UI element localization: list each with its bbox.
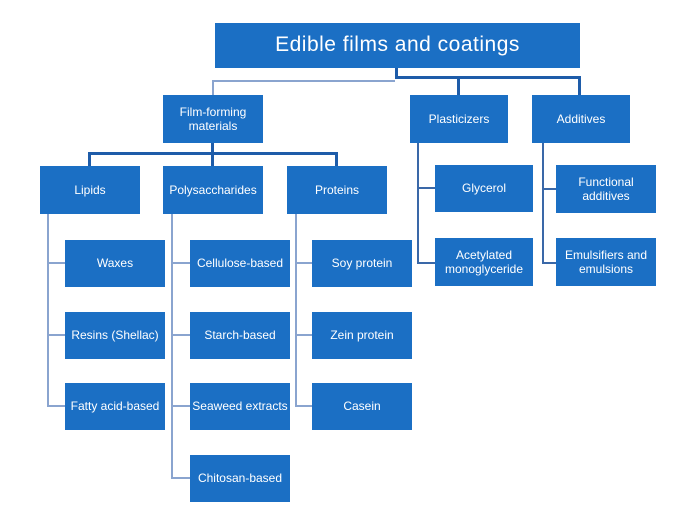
node-glycerol: Glycerol	[435, 165, 533, 212]
connector-line	[335, 152, 338, 166]
node-waxes: Waxes	[65, 240, 165, 287]
connector-line	[542, 262, 556, 264]
node-cellulose-based: Cellulose-based	[190, 240, 290, 287]
node-functional-additives: Functional additives	[556, 165, 656, 213]
connector-line	[88, 152, 91, 166]
connector-line	[213, 80, 395, 82]
connector-line	[395, 68, 398, 77]
node-chitosan-based: Chitosan-based	[190, 455, 290, 502]
connector-line	[457, 76, 460, 95]
connector-line	[211, 152, 214, 166]
node-emulsifiers-and-emulsions: Emulsifiers and emulsions	[556, 238, 656, 286]
node-proteins: Proteins	[287, 166, 387, 214]
connector-line	[171, 214, 173, 479]
connector-line	[417, 262, 435, 264]
connector-line	[542, 188, 556, 190]
node-acetylated-monoglyceride: Acetylated monoglyceride	[435, 238, 533, 286]
connector-line	[417, 143, 419, 264]
connector-line	[47, 334, 65, 336]
connector-line	[295, 405, 312, 407]
connector-line	[171, 262, 190, 264]
connector-line	[295, 334, 312, 336]
connector-line	[47, 405, 65, 407]
connector-line	[578, 76, 581, 95]
node-edible-films-and-coatings: Edible films and coatings	[215, 23, 580, 68]
connector-line	[171, 334, 190, 336]
node-seaweed-extracts: Seaweed extracts	[190, 383, 290, 430]
connector-line	[47, 214, 49, 407]
connector-line	[47, 262, 65, 264]
node-film-forming-materials: Film-forming materials	[163, 95, 263, 143]
connector-line	[295, 262, 312, 264]
node-fatty-acid-based: Fatty acid-based	[65, 383, 165, 430]
node-plasticizers: Plasticizers	[410, 95, 508, 143]
node-additives: Additives	[532, 95, 630, 143]
connector-line	[171, 405, 190, 407]
node-polysaccharides: Polysaccharides	[163, 166, 263, 214]
connector-line	[171, 477, 190, 479]
connector-line	[211, 143, 214, 153]
connector-line	[542, 143, 544, 264]
connector-line	[395, 76, 581, 79]
node-soy-protein: Soy protein	[312, 240, 412, 287]
node-zein-protein: Zein protein	[312, 312, 412, 359]
node-lipids: Lipids	[40, 166, 140, 214]
node-starch-based: Starch-based	[190, 312, 290, 359]
connector-line	[295, 214, 297, 407]
node-resins-shellac: Resins (Shellac)	[65, 312, 165, 359]
connector-line	[212, 80, 214, 95]
node-casein: Casein	[312, 383, 412, 430]
connector-line	[417, 187, 435, 189]
